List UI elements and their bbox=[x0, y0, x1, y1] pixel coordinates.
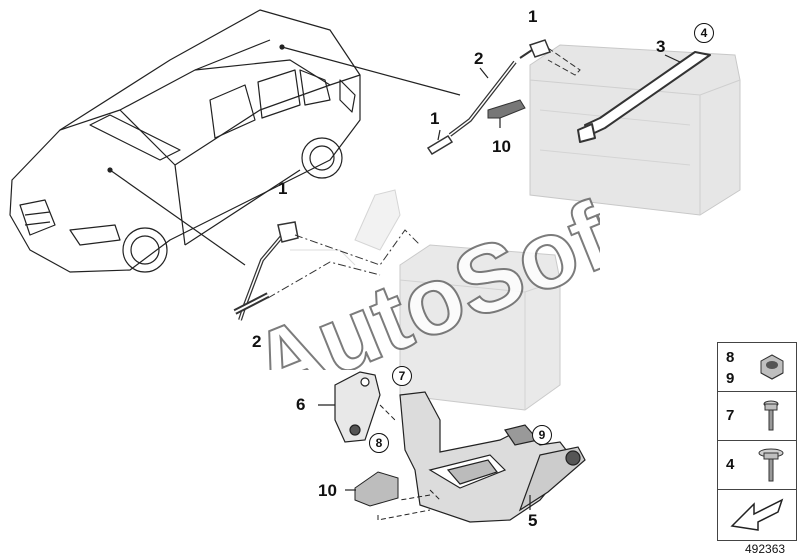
legend-row-nut: 8 9 bbox=[718, 343, 796, 392]
callout-1-mid: 1 bbox=[430, 109, 440, 128]
callout-1-top: 1 bbox=[528, 7, 538, 26]
legend-row-arrow[interactable] bbox=[718, 490, 796, 540]
callout-2-left: 2 bbox=[252, 332, 262, 351]
callout-7: 7 bbox=[392, 366, 412, 386]
callout-9: 9 bbox=[532, 425, 552, 445]
callout-5: 5 bbox=[528, 511, 538, 530]
callout-1-left: 1 bbox=[278, 179, 288, 198]
legend-label-4: 4 bbox=[726, 456, 735, 473]
diagram-number: 492363 bbox=[745, 542, 786, 556]
callout-4: 4 bbox=[694, 23, 714, 43]
legend-row-screw: 4 bbox=[718, 441, 796, 490]
screw-icon bbox=[758, 448, 784, 482]
battery-large bbox=[529, 44, 741, 216]
callout-6: 6 bbox=[296, 395, 306, 414]
battery-small bbox=[399, 244, 561, 411]
callout-10-top: 10 bbox=[492, 137, 511, 156]
parts-legend: 8 9 7 4 bbox=[717, 342, 797, 541]
nav-arrow-icon[interactable] bbox=[728, 496, 788, 534]
callout-2-top: 2 bbox=[474, 49, 484, 68]
callout-8: 8 bbox=[369, 433, 389, 453]
legend-row-bolt: 7 bbox=[718, 392, 796, 441]
legend-label-9: 9 bbox=[726, 370, 735, 387]
bolt-icon bbox=[763, 400, 779, 431]
legend-label-8: 8 bbox=[726, 349, 735, 366]
legend-label-7: 7 bbox=[726, 407, 735, 424]
callout-3: 3 bbox=[656, 37, 666, 56]
suv-outline-icon bbox=[9, 9, 361, 273]
nut-icon bbox=[760, 354, 784, 380]
callout-10-bottom: 10 bbox=[318, 481, 337, 500]
